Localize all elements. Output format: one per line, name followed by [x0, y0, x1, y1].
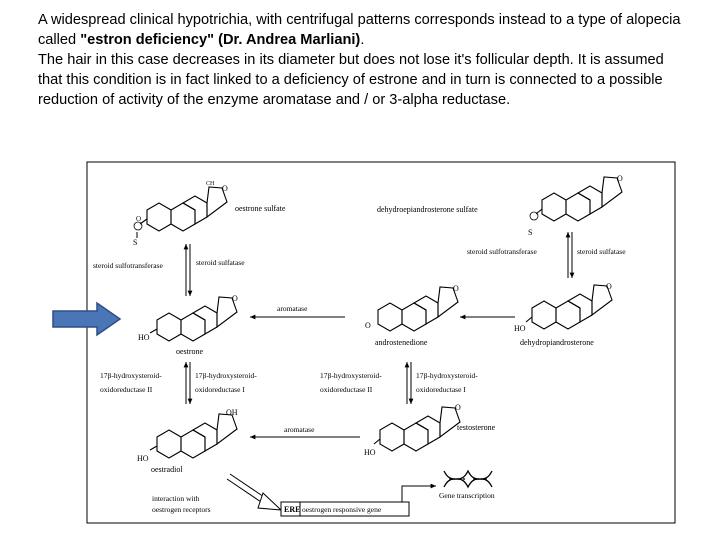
- oestrone-structure: HO O: [138, 294, 238, 342]
- label-aromatase-bottom: aromatase: [284, 425, 315, 434]
- label-sulfotransferase-left: steroid sulfotransferase: [93, 261, 163, 270]
- label-receptor-2: oestrogen receptors: [152, 505, 211, 514]
- diagram-frame: [86, 161, 676, 524]
- dhea-sulfate-structure: S O: [528, 174, 623, 237]
- ketone-androstenedione-17: O: [453, 284, 459, 293]
- label-hsd-right-b2: oxidoreductase I: [416, 385, 466, 394]
- ketone-testosterone: O: [455, 403, 461, 412]
- androstenedione-structure: O O: [365, 284, 459, 332]
- ere-box: [280, 501, 410, 517]
- hydroxyl-oestradiol-3: HO: [137, 454, 149, 463]
- label-receptor-1: interaction with: [152, 494, 200, 503]
- label-hsd-left-b1: 17β-hydroxysteroid-: [195, 371, 257, 380]
- ketone-oestrone: O: [232, 294, 238, 303]
- hydroxyl-oestradiol-17: OH: [226, 408, 238, 417]
- label-hsd-right-a2: oxidoreductase II: [320, 385, 373, 394]
- ketone-oxygen-2: O: [617, 174, 623, 183]
- dna-helix-icon: [443, 469, 493, 489]
- label-sulfatase-right: steroid sulfatase: [577, 247, 626, 256]
- ketone-dhea: O: [606, 282, 612, 291]
- methyl-label: CH: [206, 181, 215, 187]
- label-hsd-right-a1: 17β-hydroxysteroid-: [320, 371, 382, 380]
- label-oestrone: oestrone: [176, 347, 204, 356]
- sulfur-atom-2: S: [528, 228, 532, 237]
- label-dhea-sulfate: dehydroepiandrosterone sulfate: [377, 205, 478, 214]
- label-hsd-left-a2: oxidoreductase II: [100, 385, 153, 394]
- hydroxyl-dhea: HO: [514, 324, 526, 333]
- label-gene-transcription: Gene transcription: [439, 491, 495, 500]
- label-androstenedione: androstenedione: [375, 338, 428, 347]
- ketone-androstenedione-3: O: [365, 321, 371, 330]
- intro-p1-text: A widespread clinical hypotrichia, with …: [38, 12, 681, 48]
- oestradiol-structure: HO OH: [137, 408, 238, 463]
- intro-paragraph-1: A widespread clinical hypotrichia, with …: [38, 10, 688, 50]
- label-oestradiol: oestradiol: [151, 465, 183, 474]
- label-oestrone-sulfate: oestrone sulfate: [235, 204, 286, 213]
- label-hsd-left-b2: oxidoreductase I: [195, 385, 245, 394]
- intro-p1-end: .: [360, 32, 365, 48]
- dhea-structure: HO O: [514, 282, 613, 333]
- oxygen-atom: O: [136, 215, 141, 223]
- oestrone-sulfate-structure: S O O CH: [133, 181, 228, 247]
- receptor-to-ere-arrow: [226, 473, 283, 511]
- label-hsd-right-b1: 17β-hydroxysteroid-: [416, 371, 478, 380]
- label-testosterone: testosterone: [457, 423, 496, 432]
- intro-text: A widespread clinical hypotrichia, with …: [38, 10, 688, 110]
- transcription-arrow: [401, 483, 436, 502]
- label-hsd-left-a1: 17β-hydroxysteroid-: [100, 371, 162, 380]
- label-sulfatase-left: steroid sulfatase: [196, 258, 245, 267]
- testosterone-structure: HO O: [364, 403, 461, 457]
- ketone-oxygen: O: [222, 184, 228, 193]
- label-ere: ERE: [284, 505, 300, 514]
- label-dhea: dehydropiandrosterone: [520, 338, 594, 347]
- hydroxyl-oestrone: HO: [138, 333, 150, 342]
- sulfur-atom: S: [133, 238, 137, 247]
- intro-p1-bold: "estron deficiency" (Dr. Andrea Marliani…: [80, 32, 361, 48]
- label-ere-text: oestrogen responsive gene: [302, 505, 382, 514]
- pointer-arrow: [52, 301, 122, 337]
- hydroxyl-testosterone: HO: [364, 448, 376, 457]
- intro-paragraph-2: The hair in this case decreases in its d…: [38, 52, 664, 108]
- label-sulfotransferase-right: steroid sulfotransferase: [467, 247, 537, 256]
- label-aromatase-top: aromatase: [277, 304, 308, 313]
